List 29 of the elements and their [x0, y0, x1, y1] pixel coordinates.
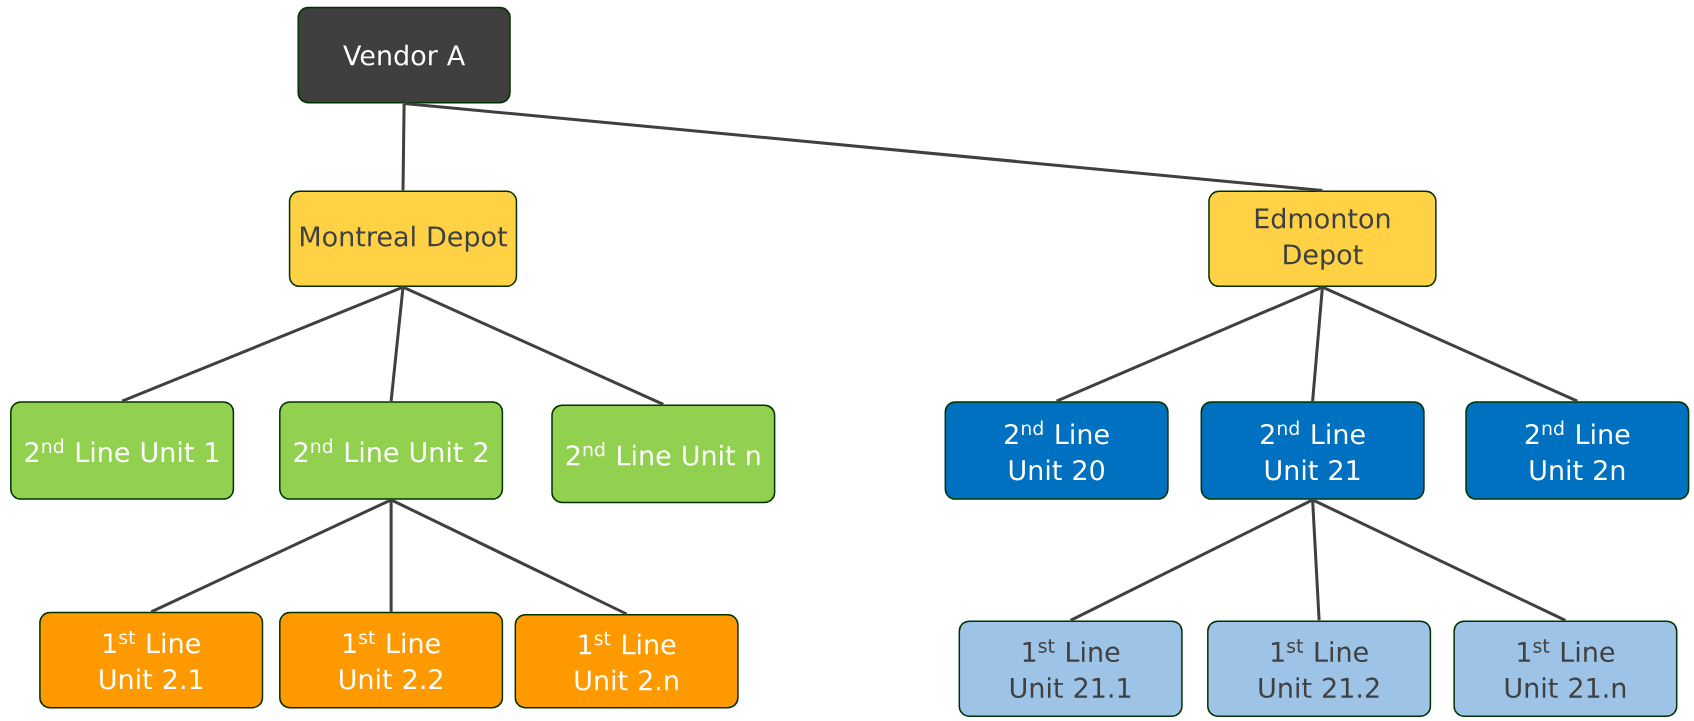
unit-box: 1$^{st}$ Line Unit 2.1	[39, 611, 264, 709]
connector-line	[1311, 286, 1324, 402]
connector-line	[1311, 499, 1321, 621]
unit-box: 2$^{nd}$ Line Unit 21	[1200, 401, 1425, 500]
connector-line	[402, 285, 664, 406]
unit-box: 1$^{st}$ Line Unit 21.1	[958, 620, 1183, 717]
connector-line	[1321, 285, 1578, 403]
unit-box: 1$^{st}$ Line Unit 2.2	[279, 611, 504, 709]
unit-box: 1$^{st}$ Line Unit 2.n	[514, 614, 739, 709]
connector-line	[390, 498, 628, 616]
unit-box: 2$^{nd}$ Line Unit 2n	[1465, 401, 1690, 500]
connector-line	[401, 103, 406, 191]
unit-box: 1$^{st}$ Line Unit 21.2	[1207, 620, 1432, 717]
vendor-box: Vendor A	[297, 6, 511, 104]
unit-box: 2$^{nd}$ Line Unit 2	[279, 401, 504, 500]
connector-line	[389, 286, 405, 402]
connector-line	[121, 285, 404, 403]
unit-box: 1$^{st}$ Line Unit 21.n	[1453, 620, 1678, 717]
unit-box: 2$^{nd}$ Line Unit 1	[10, 401, 235, 500]
connector-line	[150, 498, 392, 614]
unit-box: 2$^{nd}$ Line Unit 20	[944, 401, 1169, 500]
depot-box: Edmonton Depot	[1208, 190, 1437, 288]
connector-line	[389, 499, 393, 612]
unit-box: 2$^{nd}$ Line Unit n	[551, 404, 776, 504]
connector-line	[1056, 285, 1323, 403]
connector-line	[403, 101, 1323, 192]
connector-line	[1069, 498, 1314, 622]
connector-line	[1311, 498, 1567, 622]
depot-box: Montreal Depot	[288, 190, 518, 288]
